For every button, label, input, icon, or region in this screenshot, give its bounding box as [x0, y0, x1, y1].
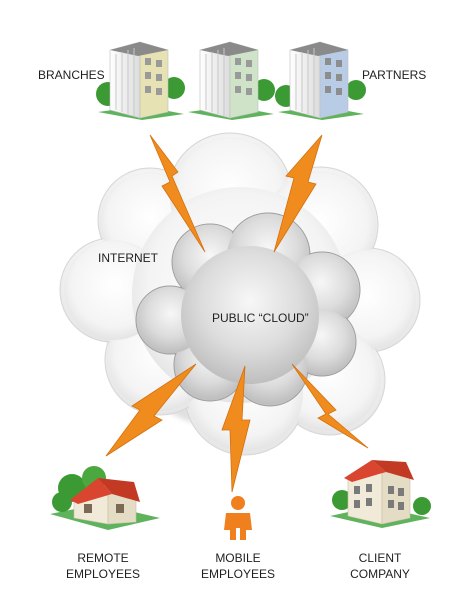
client-company-building	[330, 460, 431, 528]
partners-building	[275, 41, 366, 120]
label-remote-employees: REMOTE EMPLOYEES	[58, 550, 148, 582]
center-building	[188, 41, 275, 120]
label-branches: BRANCHES	[38, 68, 105, 82]
label-client-company: CLIENT COMPANY	[340, 550, 420, 582]
label-mobile-employees: MOBILE EMPLOYEES	[192, 550, 284, 582]
branches-building	[96, 41, 185, 120]
lightning-bolt-mobile	[221, 365, 251, 493]
lightning-bolt-branches	[149, 134, 206, 253]
public-cloud	[135, 212, 361, 407]
label-client-line1: CLIENT	[358, 551, 402, 565]
label-public-cloud: PUBLIC “CLOUD”	[212, 311, 309, 325]
label-mobile-line1: MOBILE	[215, 551, 261, 565]
mobile-employee-person-icon	[224, 496, 252, 540]
lightning-bolt-client	[291, 363, 369, 449]
remote-employees-house	[50, 466, 160, 530]
label-partners: PARTNERS	[362, 68, 427, 82]
label-remote-line2: EMPLOYEES	[65, 567, 141, 581]
lightning-bolt-partners	[273, 134, 323, 253]
lightning-bolts	[105, 134, 369, 493]
lightning-bolt-remote	[105, 363, 197, 457]
label-client-line2: COMPANY	[350, 567, 410, 581]
label-mobile-line2: EMPLOYEES	[200, 567, 276, 581]
label-remote-line1: REMOTE	[77, 551, 129, 565]
label-internet: INTERNET	[98, 251, 158, 265]
